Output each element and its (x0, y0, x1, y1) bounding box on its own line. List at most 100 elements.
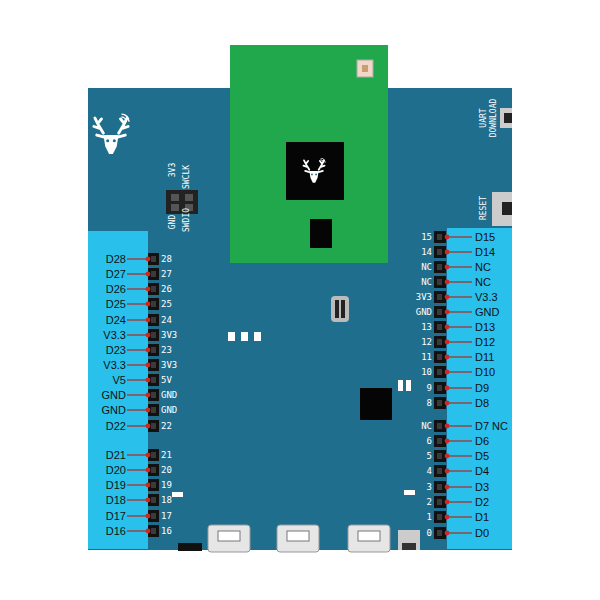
pin-hole (151, 392, 156, 398)
pin-name: D15 (475, 230, 495, 244)
pin-wire (447, 501, 472, 502)
pin-wire (127, 349, 148, 350)
pin-name: D27 (106, 267, 126, 281)
pin-dot (445, 280, 450, 285)
header-pin (434, 366, 446, 378)
pin-number: 9 (427, 381, 432, 395)
pin-wire (127, 425, 148, 426)
pin-name: D17 (106, 509, 126, 523)
pin-wire (447, 532, 472, 533)
pin-name: D18 (106, 493, 126, 507)
header-pin (434, 276, 446, 288)
pin-wire (127, 530, 148, 531)
header-pin (434, 420, 446, 432)
pin-wire (447, 425, 472, 426)
pin-dot (146, 393, 151, 398)
left-strip (88, 231, 148, 549)
logo (94, 114, 129, 154)
pin-hole (437, 385, 442, 391)
pin-wire (447, 266, 472, 267)
antenna (357, 60, 373, 77)
pin-wire (447, 311, 472, 312)
pin-name: D1 (475, 510, 489, 524)
pin-hole (151, 377, 156, 383)
pin-wire (447, 402, 472, 403)
pin-name: D0 (475, 526, 489, 540)
pin-wire (447, 251, 472, 252)
pin-number: 14 (421, 245, 432, 259)
pin-wire (447, 470, 472, 471)
pin-name: D14 (475, 245, 495, 259)
pin-name: NC (475, 275, 491, 289)
pin-dot (146, 498, 151, 503)
pin-hole (151, 362, 156, 368)
pin-dot (445, 531, 450, 536)
pin-hole (437, 249, 442, 255)
pin-number: 21 (161, 448, 172, 462)
pin-dot (146, 408, 151, 413)
header-pin (434, 231, 446, 243)
pin-hole (151, 423, 156, 429)
pin-dot (445, 250, 450, 255)
pin-hole (151, 286, 156, 292)
header-pin (434, 351, 446, 363)
pin-hole (437, 309, 442, 315)
pin-number: 27 (161, 267, 172, 281)
pin-number: GND (161, 403, 177, 417)
pin-dot (146, 424, 151, 429)
module-chip (286, 142, 344, 200)
pin-name: GND (102, 388, 126, 402)
pin-number: 22 (161, 419, 172, 433)
pin-wire (447, 486, 472, 487)
pin-number: 13 (421, 320, 432, 334)
pin-dot (445, 265, 450, 270)
pin-name: D25 (106, 297, 126, 311)
pin-hole (151, 271, 156, 277)
pin-dot (445, 386, 450, 391)
pin-dot (445, 469, 450, 474)
pin-number: 12 (421, 335, 432, 349)
pin-wire (127, 273, 148, 274)
pin-name: D16 (106, 524, 126, 538)
pin-number: 17 (161, 509, 172, 523)
pin-number: 5V (161, 373, 172, 387)
pin-number: NC (421, 419, 432, 433)
pin-hole (437, 400, 442, 406)
pin-wire (127, 499, 148, 500)
pin-hole (151, 513, 156, 519)
pin-number: GND (161, 388, 177, 402)
pin-hole (437, 484, 442, 490)
pin-number: 6 (427, 434, 432, 448)
pin-number: GND (416, 305, 432, 319)
uart-switch (500, 108, 512, 128)
pin-dot (445, 439, 450, 444)
pin-hole (151, 497, 156, 503)
pin-name: D19 (106, 478, 126, 492)
pin-name: V3.3 (103, 358, 126, 372)
pin-name: D12 (475, 335, 495, 349)
pin-name: D5 (475, 449, 489, 463)
pin-name: D26 (106, 282, 126, 296)
pin-dot (146, 302, 151, 307)
pin-dot (445, 340, 450, 345)
pin-name: D3 (475, 480, 489, 494)
pin-number: 18 (161, 493, 172, 507)
pin-dot (146, 453, 151, 458)
pin-dot (146, 272, 151, 277)
pin-wire (127, 469, 148, 470)
pin-hole (151, 467, 156, 473)
silkscreen-label: RESET (479, 191, 489, 225)
pin-number: 23 (161, 343, 172, 357)
reset-button (492, 192, 512, 226)
pin-hole (437, 279, 442, 285)
pin-hole (437, 294, 442, 300)
pin-wire (127, 394, 148, 395)
pin-hole (437, 324, 442, 330)
pin-hole (437, 339, 442, 345)
pin-number: 3V3 (161, 328, 177, 342)
pin-name: V3.3 (475, 290, 498, 304)
pin-wire (447, 387, 472, 388)
pin-dot (445, 401, 450, 406)
pin-hole (151, 528, 156, 534)
